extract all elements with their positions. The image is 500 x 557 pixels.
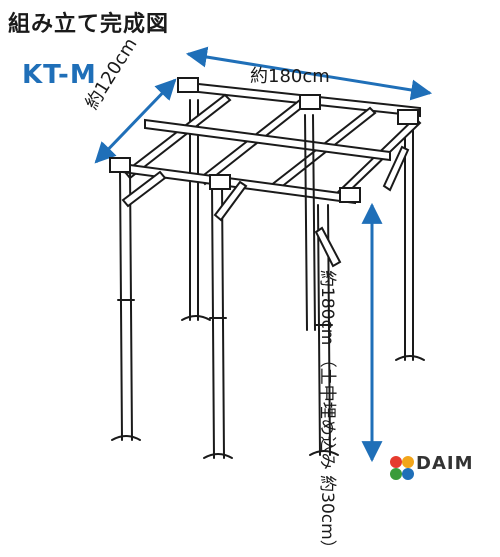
post-front-left — [119, 169, 133, 441]
post-inner-left — [211, 184, 225, 459]
width-label: 約180cm — [250, 66, 330, 87]
ground-note: （土中埋め込み 約30cm） — [317, 350, 337, 557]
diagram-title: 組み立て完成図 — [8, 12, 170, 37]
clamp — [177, 77, 199, 93]
post-inner-right — [304, 114, 316, 331]
post-back-right — [404, 129, 414, 361]
height-label: 約180cm （土中埋め込み 約30cm） — [317, 270, 342, 557]
arbor-frame-diagram — [94, 46, 433, 480]
clamp — [109, 157, 131, 173]
pipe-middle — [144, 118, 391, 162]
ground-mark — [309, 450, 339, 456]
model-label: KT-M — [22, 60, 97, 90]
clamp — [397, 109, 419, 125]
brace-front-right — [314, 226, 342, 268]
brace-front-left — [121, 170, 167, 208]
height-value: 約180cm — [317, 270, 337, 346]
daim-logo-mark — [390, 456, 414, 480]
brace-inner — [213, 180, 248, 222]
width-arrow — [185, 46, 433, 101]
clamp — [209, 174, 231, 190]
ground-mark — [111, 435, 141, 441]
ground-mark — [395, 355, 425, 361]
rafter-1 — [123, 93, 232, 180]
brand-logo: DAIM — [386, 453, 473, 474]
depth-arrow — [94, 78, 177, 164]
ground-mark — [203, 453, 233, 459]
clamp — [339, 187, 361, 203]
ground-mark — [181, 315, 211, 321]
clamp — [299, 94, 321, 110]
post-back-left — [189, 99, 199, 321]
brace-back-right — [382, 145, 410, 192]
brand-name: DAIM — [416, 453, 474, 474]
